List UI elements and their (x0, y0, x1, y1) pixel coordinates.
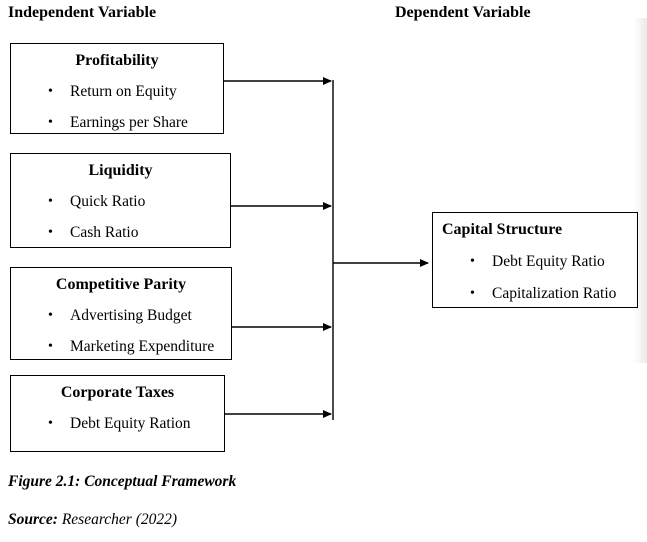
list-item: • Cash Ratio (11, 223, 230, 242)
list-item: • Earnings per Share (11, 113, 223, 132)
list-item: • Debt Equity Ratio (433, 252, 637, 271)
list-item-text: Return on Equity (70, 83, 177, 100)
bullet-icon: • (48, 194, 53, 209)
box-title: Liquidity (88, 162, 153, 179)
list-item-text: Debt Equity Ratio (492, 253, 605, 270)
page-edge-shadow (634, 18, 647, 363)
list-item: • Quick Ratio (11, 192, 230, 211)
box-title: Competitive Parity (55, 276, 187, 293)
list-item: • Return on Equity (11, 82, 223, 101)
bullet-icon: • (48, 225, 53, 240)
corporate-taxes-box: Corporate Taxes • Debt Equity Ration (10, 375, 225, 452)
bullet-icon: • (48, 115, 53, 130)
bullet-icon: • (48, 416, 53, 431)
competitive-parity-box: Competitive Parity • Advertising Budget … (10, 267, 232, 360)
box-title: Capital Structure (442, 221, 563, 238)
figure-caption: Figure 2.1: Conceptual Framework (8, 473, 237, 490)
list-item-text: Advertising Budget (70, 307, 192, 324)
independent-variable-header: Independent Variable (8, 4, 157, 21)
bullet-icon: • (470, 286, 475, 301)
list-item: • Marketing Expenditure (11, 337, 231, 356)
list-item: • Advertising Budget (11, 306, 231, 325)
source-caption: Source: Researcher (2022) (8, 511, 177, 529)
bullet-icon: • (470, 254, 475, 269)
source-value: Researcher (2022) (57, 511, 178, 528)
list-item-text: Earnings per Share (70, 114, 188, 131)
dependent-variable-header: Dependent Variable (395, 4, 531, 21)
bullet-icon: • (48, 84, 53, 99)
list-item-text: Capitalization Ratio (492, 285, 617, 302)
list-item: • Debt Equity Ration (11, 414, 224, 433)
liquidity-box: Liquidity • Quick Ratio • Cash Ratio (10, 153, 231, 248)
bullet-icon: • (48, 339, 53, 354)
list-item-text: Quick Ratio (70, 193, 146, 210)
list-item-text: Marketing Expenditure (70, 338, 215, 355)
box-title: Profitability (75, 52, 159, 69)
list-item: • Capitalization Ratio (433, 284, 637, 303)
profitability-box: Profitability • Return on Equity • Earni… (10, 43, 224, 134)
source-label: Source: (8, 511, 58, 528)
capital-structure-box: Capital Structure • Debt Equity Ratio • … (432, 212, 638, 308)
box-title: Corporate Taxes (60, 384, 175, 401)
list-item-text: Cash Ratio (70, 224, 139, 241)
bullet-icon: • (48, 308, 53, 323)
list-item-text: Debt Equity Ration (70, 415, 191, 432)
